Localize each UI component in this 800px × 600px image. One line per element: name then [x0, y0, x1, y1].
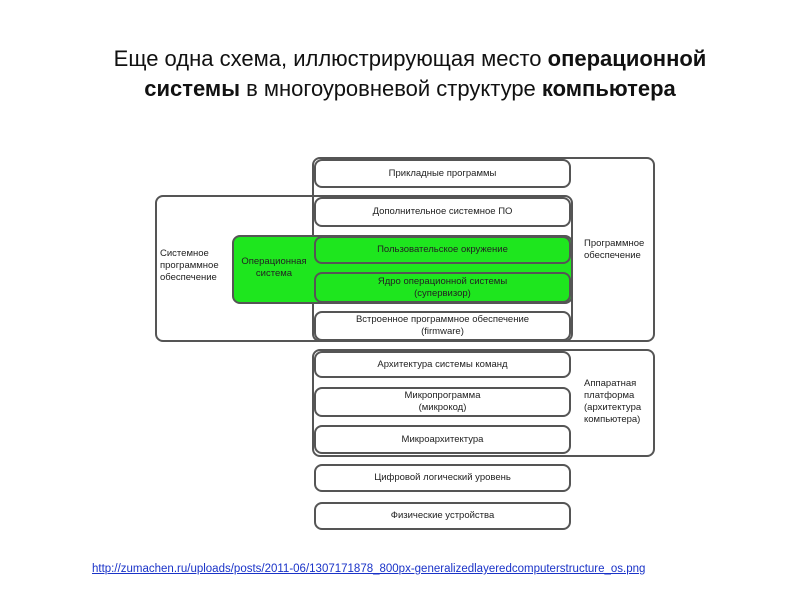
- layer-digital-logic: Цифровой логический уровень: [314, 464, 571, 492]
- layer-user-environment-text: Пользовательское окружение: [377, 244, 508, 255]
- layer-os-kernel: Ядро операционной системы (супервизор): [314, 272, 571, 303]
- layer-microarchitecture-text: Микроархитектура: [401, 433, 484, 445]
- system-software-label: Системное программное обеспечение: [160, 248, 219, 283]
- layer-firmware-text: Встроенное программное обеспечение (firm…: [355, 314, 530, 337]
- title-bold-2: системы: [144, 76, 240, 101]
- layer-physical-devices-text: Физические устройства: [390, 510, 495, 521]
- layer-firmware: Встроенное программное обеспечение (firm…: [314, 311, 571, 341]
- layer-instruction-set-text: Архитектура системы команд: [377, 358, 508, 370]
- layer-user-environment: Пользовательское окружение: [314, 236, 571, 264]
- layer-microarchitecture: Микроархитектура: [314, 425, 571, 454]
- layer-extra-system-software: Дополнительное системное ПО: [314, 197, 571, 227]
- title-bold-3: компьютера: [541, 76, 676, 101]
- hardware-group-bracket: [312, 349, 655, 457]
- layer-applied-programs-text: Прикладные программы: [388, 167, 497, 179]
- software-label: Программное обеспечение: [584, 238, 645, 261]
- layer-applied-programs: Прикладные программы: [314, 159, 571, 188]
- title-part-1: Еще одна схема, иллюстрирующая место: [113, 46, 548, 71]
- layer-digital-logic-text: Цифровой логический уровень: [374, 472, 511, 483]
- layer-microprogram: Микропрограмма (микрокод): [314, 387, 571, 417]
- slide-title: Еще одна схема, иллюстрирующая место опе…: [30, 44, 790, 104]
- hardware-label: Аппаратная платформа (архитектура компью…: [584, 378, 642, 425]
- layer-os-kernel-text: Ядро операционной системы (супервизор): [377, 275, 508, 299]
- layer-instruction-set: Архитектура системы команд: [314, 351, 571, 378]
- title-part-2: в многоуровневой структуре: [239, 76, 542, 101]
- source-link[interactable]: http://zumachen.ru/uploads/posts/2011-06…: [92, 563, 646, 575]
- title-bold-1: операционной: [547, 46, 707, 71]
- layer-extra-system-software-text: Дополнительное системное ПО: [372, 206, 513, 217]
- os-label: Операционная система: [241, 256, 307, 279]
- layer-physical-devices: Физические устройства: [314, 502, 571, 530]
- layer-microprogram-text: Микропрограмма (микрокод): [404, 390, 481, 413]
